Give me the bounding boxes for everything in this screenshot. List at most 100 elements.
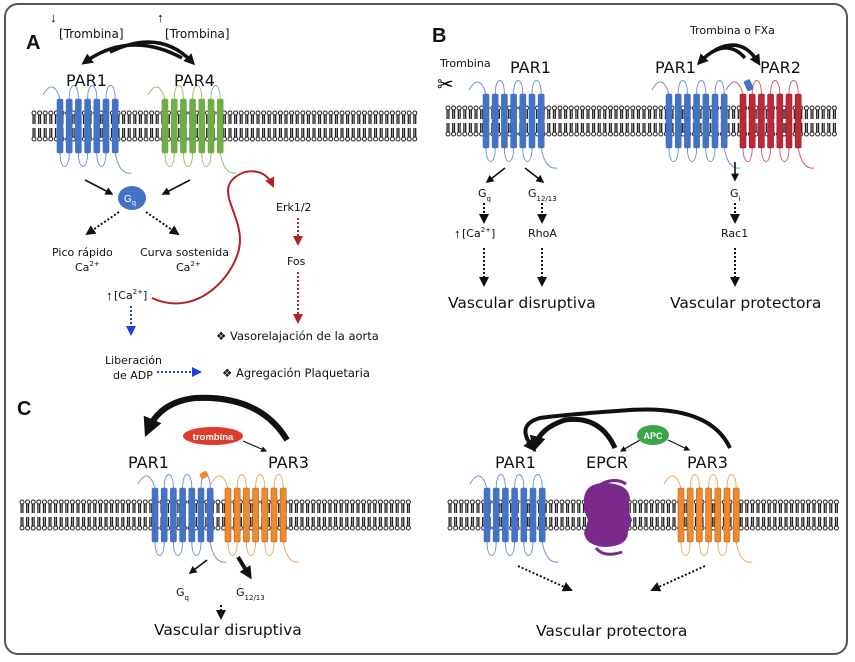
lipid-head <box>272 136 278 142</box>
receptor-loop <box>68 85 79 100</box>
transmembrane-helix <box>702 93 710 149</box>
lipid-head <box>305 136 311 142</box>
lipid-head <box>64 525 70 531</box>
epcr-body <box>584 482 632 547</box>
receptor-loop <box>513 80 524 95</box>
gq-to-sustained-arrow <box>145 211 180 236</box>
par4-receptor <box>147 85 237 174</box>
lipid-head <box>322 110 328 116</box>
lipid-head <box>607 131 613 137</box>
receptor-loop <box>191 541 202 556</box>
lipid-head <box>406 110 412 116</box>
transmembrane-helix <box>794 93 802 149</box>
lipid-head <box>635 105 641 111</box>
apc-pill <box>637 425 669 445</box>
par1-receptor-b-left <box>468 80 558 169</box>
lipid-head <box>103 525 109 531</box>
lipid-head <box>783 525 789 531</box>
transmembrane-helix <box>705 487 712 543</box>
receptor-loop <box>255 474 266 489</box>
fos-label: Fos <box>287 255 306 268</box>
lipid-head <box>451 105 457 111</box>
lipid-head <box>277 136 283 142</box>
lipid-head <box>378 136 384 142</box>
lipid-head <box>121 110 127 116</box>
par4-label: PAR4 <box>174 71 215 90</box>
adp-label-line1: Liberación <box>105 354 162 367</box>
lipid-head <box>120 499 126 505</box>
n-terminus <box>725 81 744 95</box>
par3-receptor-d <box>663 474 753 563</box>
transmembrane-helix <box>270 487 278 543</box>
erk-label: Erk1/2 <box>276 201 312 214</box>
lipid-head <box>321 499 327 505</box>
receptor-loop <box>264 541 275 556</box>
transmembrane-helix <box>189 98 196 154</box>
arrow-to-par4 <box>109 40 196 66</box>
lipid-head <box>377 499 383 505</box>
receptor-loop <box>668 147 679 162</box>
transmembrane-helix <box>776 93 784 149</box>
par1-to-gq-c <box>188 559 208 574</box>
lipid-head <box>817 525 823 531</box>
adp-label-line2: de ADP <box>113 369 153 382</box>
lipid-head <box>772 525 778 531</box>
lipid-head <box>570 499 576 505</box>
panel-c-letter: C <box>17 398 31 420</box>
par1-label-d: PAR1 <box>495 453 536 472</box>
lipid-head <box>272 110 278 116</box>
transmembrane-helix <box>188 487 196 543</box>
par2-receptor <box>725 80 815 169</box>
transmembrane-helix <box>84 98 91 154</box>
receptor-loop <box>714 80 725 95</box>
receptor-loop <box>788 80 799 95</box>
transmembrane-helix <box>739 93 747 149</box>
lipid-head <box>350 136 356 142</box>
lipid-head <box>137 136 143 142</box>
lipid-head <box>462 131 468 137</box>
lipid-head <box>372 499 378 505</box>
lipid-head <box>749 499 755 505</box>
receptor-loop <box>532 474 543 489</box>
lipid-head <box>311 136 317 142</box>
apc-to-epcr-arrow <box>619 439 641 452</box>
lipid-head <box>469 499 475 505</box>
lipid-head <box>121 136 127 142</box>
gq-node <box>118 186 146 210</box>
lipid-head <box>647 105 653 111</box>
lipid-head <box>383 499 389 505</box>
receptor-loop <box>105 85 116 100</box>
lipid-head <box>551 105 557 111</box>
lipid-head <box>467 105 473 111</box>
lipid-head <box>305 499 311 505</box>
lipid-head <box>69 525 75 531</box>
lipid-head <box>475 499 481 505</box>
lipid-head <box>64 499 70 505</box>
lipid-head <box>585 105 591 111</box>
lipid-head <box>58 525 64 531</box>
thrombin-pill <box>183 427 243 445</box>
lipid-head <box>266 136 272 142</box>
lipid-head <box>255 110 261 116</box>
lipid-head <box>576 499 582 505</box>
receptor-loop <box>689 474 700 489</box>
panel-a-letter: A <box>26 32 40 54</box>
lipid-head <box>632 525 638 531</box>
lipid-head <box>137 110 143 116</box>
lipid-head <box>635 131 641 137</box>
lipid-head <box>311 110 317 116</box>
par1-receptor-a <box>42 85 132 174</box>
transmembrane-helix <box>684 93 691 149</box>
protease-label: Trombina o FXa <box>689 24 775 37</box>
transmembrane-helix <box>161 98 169 154</box>
lipid-head <box>233 110 239 116</box>
par1-receptor-d <box>469 474 559 563</box>
lipid-head <box>462 105 468 111</box>
g1213-label: G12/13 <box>528 187 557 203</box>
lipid-head <box>92 525 98 531</box>
c-terminus <box>797 147 815 169</box>
sustained-label: Curva sostenida <box>140 246 229 259</box>
lipid-head <box>546 105 552 111</box>
thrombin-pill-label: trombina <box>193 432 234 443</box>
lipid-head <box>373 136 379 142</box>
